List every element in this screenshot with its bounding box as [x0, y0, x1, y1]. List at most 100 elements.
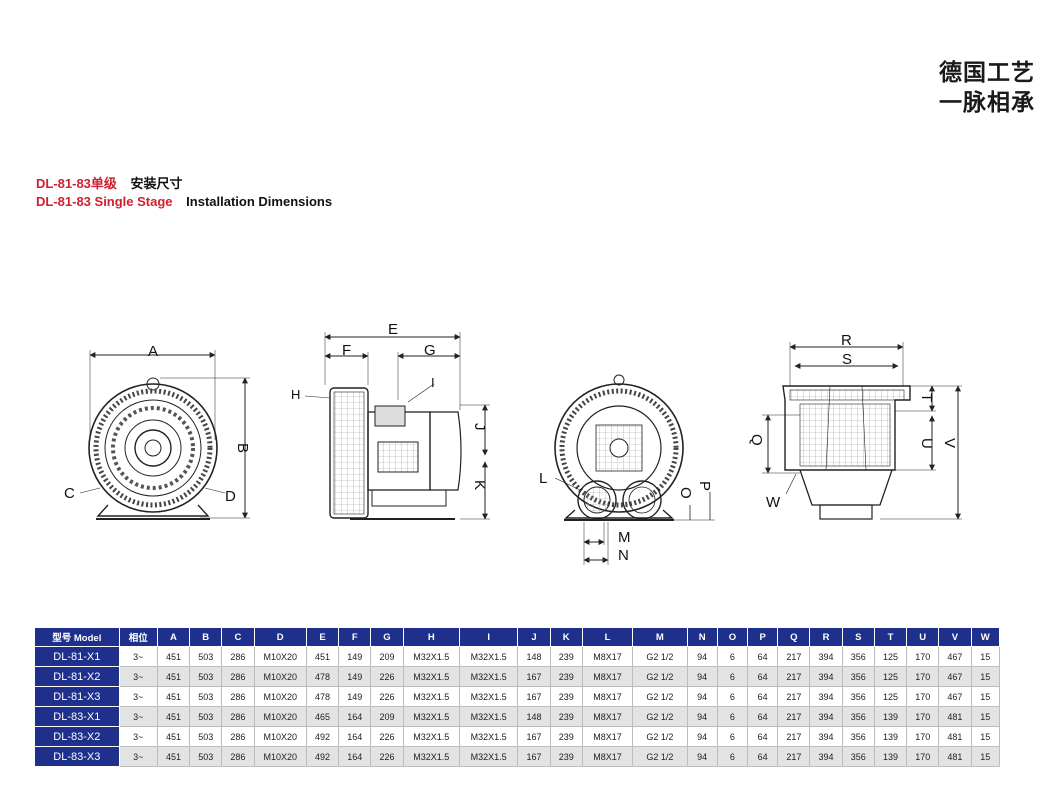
table-cell: 64: [747, 746, 779, 767]
table-cell: 478: [305, 686, 340, 707]
dim-label-O: O: [677, 487, 694, 499]
table-cell: 503: [189, 666, 223, 687]
table-cell: M10X20: [253, 686, 307, 707]
table-cell: 149: [338, 666, 372, 687]
table-cell: M32X1.5: [458, 706, 519, 727]
table-cell: 139: [873, 726, 908, 747]
table-cell: 451: [156, 646, 191, 667]
table-cell: 3~: [118, 646, 158, 667]
table-cell: M32X1.5: [458, 726, 519, 747]
dim-label-H: H: [291, 387, 300, 402]
table-cell: 492: [305, 726, 340, 747]
heading-chinese: DL-81-83单级 安装尺寸: [36, 173, 183, 192]
table-cell: 226: [370, 726, 404, 747]
table-cell: 15: [970, 666, 1001, 687]
table-cell: 451: [156, 726, 191, 747]
table-cell: M8X17: [581, 686, 634, 707]
table-cell: 6: [716, 666, 749, 687]
dim-label-J: J: [471, 423, 488, 431]
table-cell: 481: [938, 726, 972, 747]
heading-cn-model: DL-81-83单级: [36, 176, 117, 191]
table-header-cell: R: [809, 627, 843, 647]
dim-label-U: U: [918, 438, 935, 449]
table-cell: 6: [716, 686, 749, 707]
table-header-cell: N: [686, 627, 718, 647]
table-cell: 239: [549, 646, 583, 667]
table-header-cell: I: [458, 627, 519, 647]
installation-drawings: A B C D E F G H I J K: [64, 321, 962, 565]
dim-label-E: E: [388, 321, 398, 338]
table-cell: 15: [970, 746, 1001, 767]
dim-label-I: I: [431, 375, 435, 390]
dim-label-K: K: [471, 480, 488, 490]
table-cell: 15: [970, 706, 1001, 727]
table-header-cell: S: [841, 627, 875, 647]
table-cell: 64: [747, 686, 779, 707]
dim-label-M: M: [618, 529, 631, 546]
table-cell: M8X17: [581, 666, 634, 687]
table-cell: 394: [809, 746, 843, 767]
table-cell: 394: [809, 646, 843, 667]
table-cell: G2 1/2: [632, 726, 688, 747]
table-cell: 239: [549, 686, 583, 707]
front-view-drawing: [79, 350, 250, 520]
table-cell: 6: [716, 646, 749, 667]
table-cell: M32X1.5: [402, 666, 460, 687]
table-cell: 503: [189, 706, 223, 727]
table-cell: 3~: [118, 726, 158, 747]
table-header-cell: O: [716, 627, 749, 647]
table-cell: G2 1/2: [632, 646, 688, 667]
table-cell: 170: [906, 666, 940, 687]
table-cell: 139: [873, 746, 908, 767]
table-header-cell: W: [970, 627, 1001, 647]
table-cell: 356: [841, 686, 875, 707]
table-cell: 286: [221, 686, 255, 707]
table-cell: 503: [189, 726, 223, 747]
table-cell: M10X20: [253, 706, 307, 727]
table-cell: 503: [189, 686, 223, 707]
table-header-cell: K: [549, 627, 583, 647]
table-cell: 286: [221, 746, 255, 767]
table-cell: 217: [777, 746, 811, 767]
table-cell: 217: [777, 706, 811, 727]
table-cell: 451: [156, 686, 191, 707]
dim-label-N: N: [618, 547, 629, 564]
table-cell: 170: [906, 746, 940, 767]
table-cell: 394: [809, 686, 843, 707]
dim-label-S: S: [842, 351, 852, 368]
table-cell: M32X1.5: [402, 686, 460, 707]
table-cell: 217: [777, 726, 811, 747]
table-cell: 481: [938, 746, 972, 767]
table-header-cell: V: [938, 627, 972, 647]
table-cell: 167: [517, 666, 551, 687]
dim-label-A: A: [148, 343, 158, 360]
dim-label-R: R: [841, 332, 852, 349]
table-cell: 467: [938, 646, 972, 667]
table-cell: 356: [841, 666, 875, 687]
table-cell: 170: [906, 686, 940, 707]
table-cell: 164: [338, 726, 372, 747]
model-cell: DL-81-X3: [34, 686, 120, 707]
side-view-drawing: [304, 332, 490, 520]
dim-label-W: W: [766, 494, 781, 511]
table-cell: 217: [777, 646, 811, 667]
table-cell: 3~: [118, 746, 158, 767]
table-cell: 170: [906, 706, 940, 727]
dim-label-L: L: [539, 470, 547, 487]
table-cell: 226: [370, 666, 404, 687]
table-cell: 286: [221, 706, 255, 727]
table-cell: 94: [686, 646, 718, 667]
heading-english: DL-81-83 Single Stage Installation Dimen…: [36, 194, 332, 209]
table-cell: 239: [549, 726, 583, 747]
dim-label-G: G: [424, 342, 436, 359]
table-cell: G2 1/2: [632, 686, 688, 707]
table-cell: 149: [338, 646, 372, 667]
table-header-cell: A: [156, 627, 191, 647]
table-cell: M32X1.5: [458, 746, 519, 767]
dim-label-P: P: [696, 481, 713, 491]
table-cell: M8X17: [581, 746, 634, 767]
